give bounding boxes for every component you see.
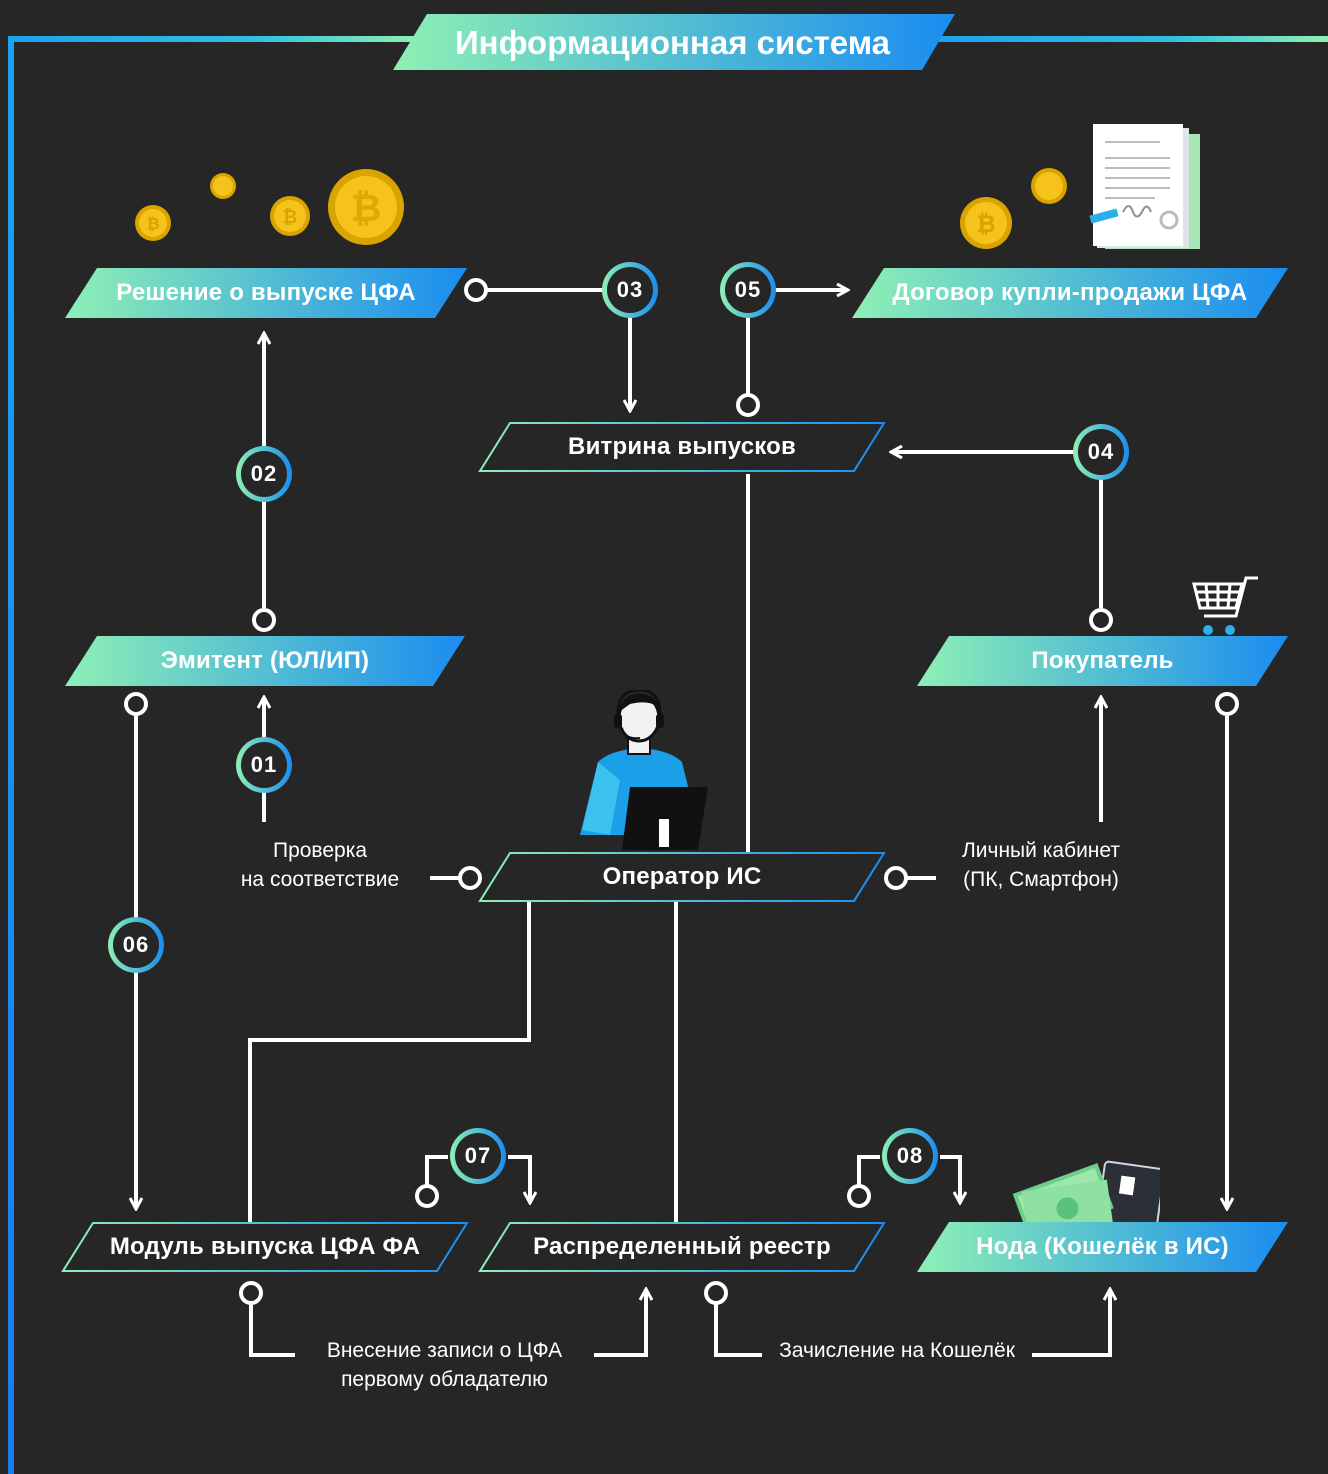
page-title: Информационная система bbox=[454, 24, 891, 61]
contract-box: Договор купли-продажи ЦФА bbox=[852, 268, 1288, 318]
credit-note: Зачисление на Кошелёк bbox=[762, 1336, 1032, 1365]
node-label: Нода (Кошелёк в ИС) bbox=[976, 1233, 1229, 1260]
step-badge-02: 02 bbox=[234, 444, 294, 504]
contract-label: Договор купли-продажи ЦФА bbox=[892, 279, 1248, 306]
step-badge-06: 06 bbox=[106, 915, 166, 975]
check-note-line1: Проверка bbox=[272, 839, 368, 862]
buyer-box: Покупатель bbox=[917, 636, 1288, 686]
svg-text:₿: ₿ bbox=[351, 186, 382, 230]
credit-note-line1: Зачисление на Кошелёк bbox=[779, 1339, 1015, 1362]
check-note-line2: на соответствие bbox=[240, 868, 400, 891]
record-note-line1: Внесение записи о ЦФА bbox=[326, 1339, 563, 1362]
module-label: Модуль выпуска ЦФА ФА bbox=[109, 1233, 421, 1260]
frame bbox=[8, 36, 1328, 1474]
record-note: Внесение записи о ЦФА первому обладателю bbox=[295, 1336, 594, 1394]
registry-box: Распределенный реестр bbox=[478, 1222, 886, 1272]
step-badge-03: 03 bbox=[600, 260, 660, 320]
issuer-box: Эмитент (ЮЛ/ИП) bbox=[65, 636, 465, 686]
record-note-line2: первому обладателю bbox=[341, 1368, 548, 1391]
operator-box: Оператор ИС bbox=[478, 852, 886, 902]
money-card-icon bbox=[1012, 1160, 1160, 1242]
cart-icon bbox=[1192, 576, 1258, 635]
buyer-label: Покупатель bbox=[1031, 647, 1174, 674]
showcase-label: Витрина выпусков bbox=[568, 433, 796, 460]
registry-label: Распределенный реестр bbox=[533, 1233, 831, 1260]
svg-text:₿: ₿ bbox=[283, 207, 298, 228]
cabinet-note-line1: Личный кабинет bbox=[962, 839, 1120, 862]
step-badge-08: 08 bbox=[880, 1126, 940, 1186]
showcase-box: Витрина выпусков bbox=[478, 422, 886, 472]
svg-text:₿: ₿ bbox=[976, 210, 996, 238]
step-badge-07: 07 bbox=[448, 1126, 508, 1186]
module-box: Модуль выпуска ЦФА ФА bbox=[61, 1222, 469, 1272]
step-badge-05: 05 bbox=[718, 260, 778, 320]
check-note: Проверка на соответствие bbox=[220, 836, 420, 894]
title-banner-shape bbox=[393, 14, 955, 70]
bitcoin-coin-icon: ₿ ₿ ₿ bbox=[135, 169, 404, 245]
cabinet-note-line2: (ПК, Смартфон) bbox=[963, 868, 1119, 891]
decision-box: Решение о выпуске ЦФА bbox=[65, 268, 467, 318]
step-badge-01: 01 bbox=[234, 735, 294, 795]
decision-label: Решение о выпуске ЦФА bbox=[116, 279, 416, 306]
svg-text:₿: ₿ bbox=[146, 214, 159, 233]
operator-icon bbox=[580, 690, 708, 850]
cabinet-note: Личный кабинет (ПК, Смартфон) bbox=[936, 836, 1146, 894]
document-icon: ₿ bbox=[960, 124, 1200, 249]
step-badge-04: 04 bbox=[1071, 422, 1131, 482]
node-box: Нода (Кошелёк в ИС) bbox=[917, 1222, 1288, 1272]
operator-label: Оператор ИС bbox=[602, 863, 762, 890]
issuer-label: Эмитент (ЮЛ/ИП) bbox=[160, 647, 370, 674]
